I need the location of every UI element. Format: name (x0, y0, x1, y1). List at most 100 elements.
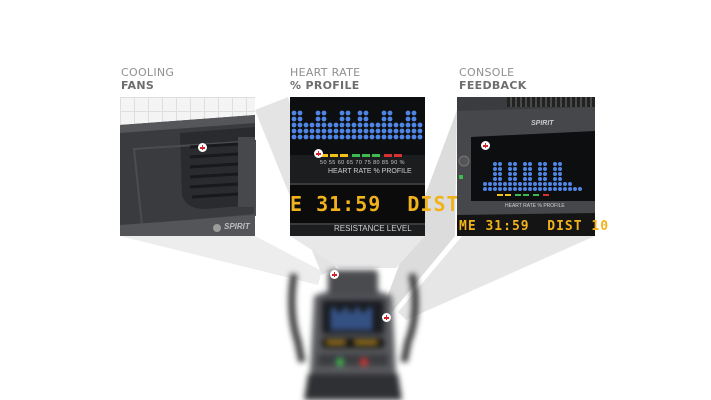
matrix-dot (315, 110, 321, 116)
matrix-dot (363, 128, 369, 134)
matrix-dot (411, 122, 417, 128)
matrix-dot (513, 172, 517, 176)
matrix-dot (351, 134, 357, 140)
resistance-level-caption: RESISTANCE LEVEL (334, 224, 412, 233)
matrix-dot (498, 167, 502, 171)
matrix-dot (405, 116, 411, 122)
matrix-dot (369, 134, 375, 140)
matrix-dot (339, 134, 345, 140)
matrix-dot (518, 182, 522, 186)
console-brand-text: SPIRIT (531, 120, 554, 127)
matrix-dot (357, 110, 363, 116)
matrix-dot (553, 172, 557, 176)
matrix-dot (563, 187, 567, 191)
callout-label-line1: HEART RATE (290, 66, 361, 79)
matrix-dot (411, 110, 417, 116)
matrix-dot (321, 128, 327, 134)
beam-center (290, 236, 425, 268)
dot-matrix-bars (291, 110, 423, 140)
console-dot-matrix-bars (483, 162, 582, 191)
matrix-dot (553, 162, 557, 166)
matrix-dot (291, 110, 297, 116)
matrix-dot (363, 134, 369, 140)
matrix-dot (578, 187, 582, 191)
matrix-dot (523, 177, 527, 181)
matrix-dot (399, 134, 405, 140)
matrix-dot (399, 128, 405, 134)
matrix-dot (538, 162, 542, 166)
matrix-dot (393, 122, 399, 128)
matrix-dot (513, 187, 517, 191)
beam-left (120, 236, 322, 285)
matrix-dot (488, 187, 492, 191)
matrix-dot (528, 187, 532, 191)
matrix-dot (297, 122, 303, 128)
matrix-dot (558, 167, 562, 171)
matrix-dot (297, 128, 303, 134)
matrix-dot (483, 187, 487, 191)
matrix-dot (357, 134, 363, 140)
matrix-dot (543, 162, 547, 166)
matrix-dot (333, 134, 339, 140)
callout-label-cooling-fans: COOLING FANS (121, 66, 174, 92)
matrix-dot (357, 128, 363, 134)
matrix-dot (538, 172, 542, 176)
matrix-dot (351, 122, 357, 128)
matrix-dot (548, 187, 552, 191)
matrix-dot (498, 187, 502, 191)
matrix-dot (528, 177, 532, 181)
matrix-dot (508, 187, 512, 191)
console-feedback-panel: SPIRIT HEART RATE % PROFILE ME 31:59 DIS… (457, 97, 608, 236)
matrix-dot (291, 134, 297, 140)
matrix-dot (321, 116, 327, 122)
matrix-dot (488, 182, 492, 186)
matrix-dot (411, 128, 417, 134)
matrix-dot (558, 177, 562, 181)
matrix-dot (553, 167, 557, 171)
matrix-dot (309, 134, 315, 140)
callout-label-heart-rate: HEART RATE % PROFILE (290, 66, 360, 92)
matrix-dot (297, 116, 303, 122)
matrix-dot (513, 162, 517, 166)
matrix-dot (303, 134, 309, 140)
lcd-window: E 31:59 DIST (290, 183, 459, 225)
matrix-dot (321, 134, 327, 140)
console-zone-bars (497, 194, 549, 196)
console-housing-closeup (120, 115, 256, 236)
matrix-dot (417, 134, 423, 140)
matrix-dot (369, 122, 375, 128)
matrix-dot (558, 187, 562, 191)
matrix-dot (573, 187, 577, 191)
matrix-dot (417, 128, 423, 134)
matrix-dot (405, 122, 411, 128)
matrix-dot (363, 116, 369, 122)
matrix-dot (523, 182, 527, 186)
matrix-dot (345, 128, 351, 134)
dot-matrix-display (290, 97, 425, 157)
matrix-dot (387, 134, 393, 140)
matrix-dot (498, 182, 502, 186)
matrix-dot (375, 134, 381, 140)
matrix-dot (363, 110, 369, 116)
matrix-dot (321, 122, 327, 128)
matrix-dot (381, 116, 387, 122)
matrix-dot (303, 128, 309, 134)
matrix-dot (375, 122, 381, 128)
matrix-dot (327, 128, 333, 134)
matrix-dot (345, 116, 351, 122)
heart-rate-caption: HEART RATE % PROFILE (328, 168, 412, 175)
matrix-dot (508, 167, 512, 171)
matrix-dot (417, 122, 423, 128)
matrix-dot (523, 162, 527, 166)
matrix-dot (518, 187, 522, 191)
matrix-dot (498, 162, 502, 166)
callout-label-line1: CONSOLE (459, 66, 515, 79)
callout-label-line2: FEEDBACK (459, 79, 527, 92)
cooling-fans-panel: SPIRIT (120, 97, 256, 236)
matrix-dot (508, 182, 512, 186)
matrix-dot (363, 122, 369, 128)
matrix-dot (558, 162, 562, 166)
hotspot-marker-icon (382, 313, 391, 322)
matrix-dot (327, 134, 333, 140)
matrix-dot (405, 110, 411, 116)
